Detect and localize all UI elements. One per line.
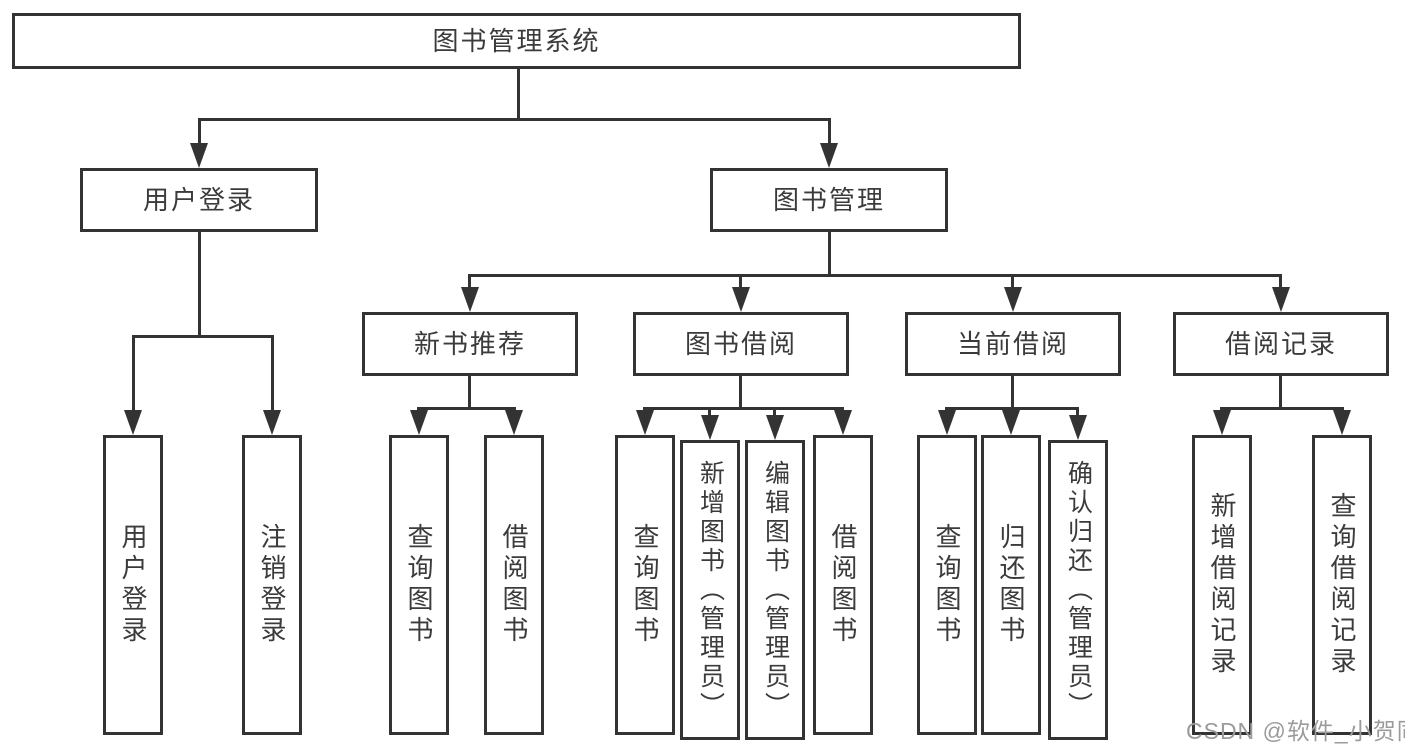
node-label: 查询图书: [932, 523, 962, 647]
leaf-current-return-books: 归还图书: [981, 435, 1041, 735]
arrowhead-down-icon: [1002, 410, 1020, 435]
node-label: 用户登录: [142, 185, 255, 215]
arrowhead-down-icon: [505, 410, 523, 435]
connector-stem: [198, 120, 201, 146]
node-root-library-system: 图书管理系统: [12, 13, 1021, 69]
node-label: 查询借阅记录: [1327, 492, 1357, 678]
leaf-records-add-record: 新增借阅记录: [1192, 435, 1252, 735]
connector-stem: [468, 276, 471, 291]
arrowhead-down-icon: [1069, 415, 1087, 440]
connector-new-books-stem: [468, 375, 471, 409]
leaf-borrow-borrow-books: 借阅图书: [813, 435, 873, 735]
connector-stem: [132, 337, 135, 413]
connector-book-mgmt-stem: [828, 231, 831, 276]
connector-stem: [773, 409, 776, 420]
node-label: 借阅图书: [499, 523, 529, 647]
connector-user-login-branch: [132, 335, 274, 338]
arrowhead-down-icon: [820, 143, 838, 168]
connector-stem: [739, 276, 742, 291]
node-borrowing-records: 借阅记录: [1173, 312, 1389, 376]
leaf-user-login: 用户登录: [103, 435, 163, 735]
node-current-borrowing: 当前借阅: [905, 312, 1121, 376]
connector-current-borrow-stem: [1011, 375, 1014, 409]
leaf-current-query-books: 查询图书: [917, 435, 977, 735]
connector-stem: [271, 337, 274, 413]
node-label: 确认归还（管理员）: [1064, 459, 1093, 721]
node-label: 编辑图书（管理员）: [761, 459, 790, 721]
connector-user-login-stem: [198, 231, 201, 335]
connector-book-borrow-branch: [643, 407, 844, 410]
node-book-borrowing: 图书借阅: [633, 312, 849, 376]
node-label: 图书借阅: [684, 329, 797, 359]
connector-stem: [708, 409, 711, 420]
arrowhead-down-icon: [766, 415, 784, 440]
leaf-logout: 注销登录: [242, 435, 302, 735]
node-label: 新书推荐: [413, 329, 526, 359]
node-label: 当前借阅: [956, 329, 1069, 359]
leaf-borrow-edit-books-admin: 编辑图书（管理员）: [745, 440, 805, 740]
leaf-current-confirm-return-admin: 确认归还（管理员）: [1048, 440, 1108, 740]
connector-borrow-records-branch: [1220, 407, 1344, 410]
arrowhead-down-icon: [410, 410, 428, 435]
connector-stem: [1279, 276, 1282, 291]
connector-book-borrow-stem: [739, 375, 742, 409]
arrowhead-down-icon: [1213, 410, 1231, 435]
arrowhead-down-icon: [701, 415, 719, 440]
node-label: 用户登录: [118, 523, 148, 647]
arrowhead-down-icon: [190, 143, 208, 168]
arrowhead-down-icon: [461, 287, 479, 312]
node-label: 借阅记录: [1224, 329, 1337, 359]
node-label: 查询图书: [630, 523, 660, 647]
connector-stem: [1011, 276, 1014, 291]
leaf-newbooks-borrow-books: 借阅图书: [484, 435, 544, 735]
arrowhead-down-icon: [636, 410, 654, 435]
node-label: 注销登录: [257, 523, 287, 647]
connector-stem: [828, 120, 831, 146]
arrowhead-down-icon: [263, 410, 281, 435]
connector-root-stem: [517, 68, 520, 120]
connector-stem: [1076, 409, 1079, 420]
node-user-login: 用户登录: [80, 168, 318, 232]
connector-new-books-branch: [417, 407, 516, 410]
leaf-borrow-add-books-admin: 新增图书（管理员）: [680, 440, 740, 740]
csdn-watermark: CSDN @软件_小贺同学: [1186, 718, 1405, 744]
node-label: 新增图书（管理员）: [696, 459, 725, 721]
arrowhead-down-icon: [1272, 287, 1290, 312]
arrowhead-down-icon: [1333, 410, 1351, 435]
node-label: 借阅图书: [828, 523, 858, 647]
connector-level3-branch: [468, 274, 1282, 277]
node-label: 图书管理系统: [432, 26, 601, 56]
node-book-management: 图书管理: [710, 168, 948, 232]
arrowhead-down-icon: [1004, 287, 1022, 312]
leaf-records-query-record: 查询借阅记录: [1312, 435, 1372, 735]
connector-current-borrow-branch: [945, 407, 1079, 410]
arrowhead-down-icon: [124, 410, 142, 435]
leaf-newbooks-query-books: 查询图书: [389, 435, 449, 735]
node-new-book-recommend: 新书推荐: [362, 312, 578, 376]
arrowhead-down-icon: [732, 287, 750, 312]
arrowhead-down-icon: [938, 410, 956, 435]
node-label: 查询图书: [404, 523, 434, 647]
connector-borrow-records-stem: [1279, 375, 1282, 409]
node-label: 归还图书: [996, 523, 1026, 647]
connector-level1-branch: [198, 118, 831, 121]
arrowhead-down-icon: [834, 410, 852, 435]
node-label: 图书管理: [772, 185, 885, 215]
node-label: 新增借阅记录: [1207, 492, 1237, 678]
leaf-borrow-query-books: 查询图书: [615, 435, 675, 735]
